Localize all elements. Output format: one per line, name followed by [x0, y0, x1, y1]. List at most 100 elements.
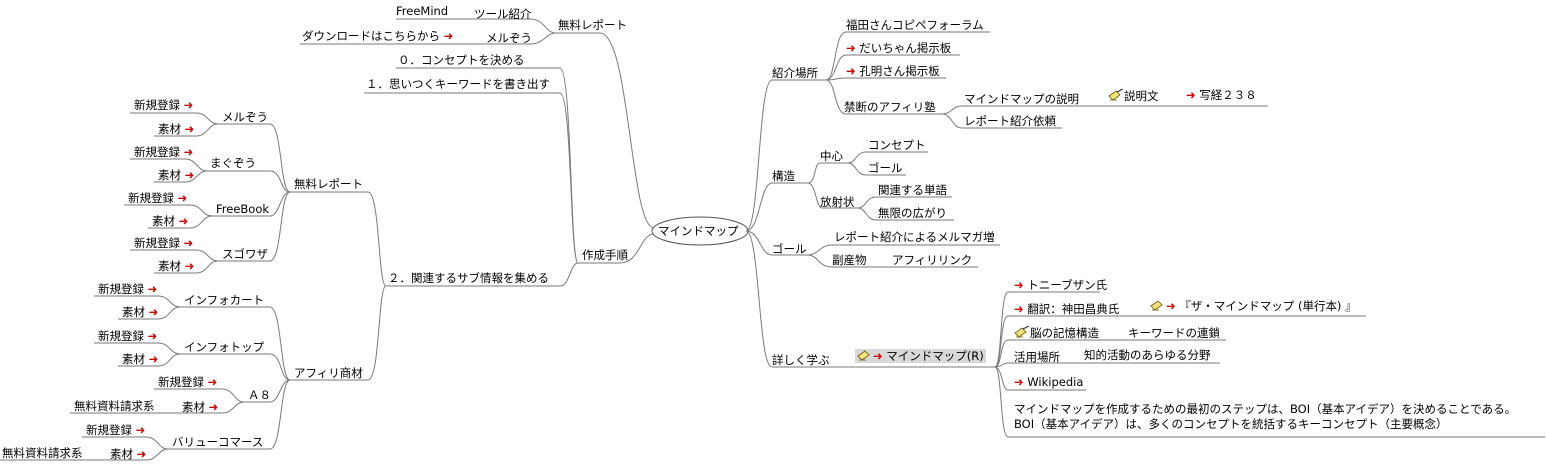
red-arrow-icon: ➜	[178, 214, 189, 228]
node-translator-label: 翻訳：神田昌典氏	[1027, 302, 1120, 316]
node-mm-explain[interactable]: マインドマップの説明	[964, 92, 1079, 106]
leaf-material[interactable]: 素材 ➜	[158, 259, 194, 273]
node-freemind[interactable]: FreeMind	[396, 4, 449, 18]
leaf-material[interactable]: 素材 ➜	[110, 447, 146, 461]
node-radial[interactable]: 放射状	[820, 195, 855, 209]
node-byproduct[interactable]: 副産物	[832, 253, 867, 267]
leaf-free-request[interactable]: 無料資料請求系	[2, 446, 83, 460]
leaf-material[interactable]: 素材 ➜	[152, 214, 188, 228]
node-freebook[interactable]: FreeBook	[216, 202, 270, 216]
red-arrow-icon: ➜	[1014, 375, 1024, 389]
node-book[interactable]: ➜ 『ザ・マインドマップ (単行本) 』	[1150, 299, 1357, 313]
node-daichan-board[interactable]: ➜ だいちゃん掲示板	[846, 41, 951, 55]
leaf-material[interactable]: 素材 ➜	[122, 305, 158, 319]
node-tony-buzan[interactable]: ➜ トニーブザン氏	[1014, 278, 1107, 292]
node-steps[interactable]: 作成手順	[582, 248, 628, 262]
leaf-material[interactable]: 素材 ➜	[122, 352, 158, 366]
leaf-material[interactable]: 素材 ➜	[182, 400, 218, 414]
leaf-material[interactable]: 素材 ➜	[158, 168, 194, 182]
node-infinite[interactable]: 無限の広がり	[878, 206, 947, 220]
leaf-label: 新規登録	[128, 191, 174, 205]
node-goal[interactable]: ゴール	[772, 242, 807, 256]
node-center[interactable]: 中心	[820, 149, 843, 163]
red-arrow-icon: ➜	[147, 282, 158, 296]
leaf-label: 新規登録	[98, 329, 144, 343]
node-kindan[interactable]: 禁断のアフィリ塾	[844, 100, 936, 114]
node-intellectual[interactable]: 知的活動のあらゆる分野	[1084, 348, 1211, 362]
node-step0[interactable]: ０．コンセプトを決める	[398, 53, 525, 67]
node-brain-label: 脳の記憶構造	[1030, 326, 1099, 340]
leaf-label: 素材	[158, 259, 181, 273]
node-mindmap-r-label: マインドマップ(R)	[886, 349, 984, 363]
red-arrow-icon: ➜	[184, 168, 195, 182]
red-arrow-icon: ➜	[873, 349, 883, 363]
node-goal-sub[interactable]: ゴール	[868, 161, 903, 175]
node-boi-note[interactable]: マインドマップを作成するための最初のステップは、BOI（基本アイデア）を決めるこ…	[1014, 402, 1516, 432]
node-sugowaza[interactable]: スゴワザ	[222, 247, 268, 261]
leaf-new-registration[interactable]: 新規登録 ➜	[98, 329, 157, 343]
red-arrow-icon: ➜	[208, 400, 219, 414]
red-arrow-icon: ➜	[846, 64, 856, 78]
node-fukuda-forum[interactable]: 福田さんコピペフォーラム	[846, 18, 984, 32]
node-a8[interactable]: Ａ８	[248, 388, 271, 402]
leaf-new-registration[interactable]: 新規登録 ➜	[128, 191, 187, 205]
node-shakyo[interactable]: ➜ 写経２３８	[1186, 88, 1257, 102]
node-mindmap-r[interactable]: ➜ マインドマップ(R)	[855, 349, 986, 363]
leaf-label: 新規登録	[134, 145, 180, 159]
node-related-words[interactable]: 関連する単語	[878, 183, 947, 197]
leaf-new-registration[interactable]: 新規登録 ➜	[98, 282, 157, 296]
leaf-label: 素材	[158, 168, 181, 182]
node-koumei-board[interactable]: ➜ 孔明さん掲示板	[846, 64, 940, 78]
leaf-label: 素材	[152, 214, 175, 228]
node-tool-intro[interactable]: ツール紹介	[474, 7, 532, 21]
node-infotop[interactable]: インフォトップ	[184, 340, 265, 354]
node-step1[interactable]: １．思いつくキーワードを書き出す	[366, 77, 550, 91]
leaf-new-registration[interactable]: 新規登録 ➜	[134, 145, 193, 159]
red-arrow-icon: ➜	[184, 259, 195, 273]
node-structure[interactable]: 構造	[772, 169, 795, 183]
node-free-report-left[interactable]: 無料レポート	[294, 177, 363, 191]
node-download[interactable]: ダウンロードはこちらから ➜	[302, 29, 453, 43]
node-explain-doc[interactable]: 説明文	[1108, 89, 1159, 103]
leaf-new-registration[interactable]: 新規登録 ➜	[158, 375, 217, 389]
node-usage[interactable]: 活用場所	[1014, 350, 1060, 364]
leaf-new-registration[interactable]: 新規登録 ➜	[134, 236, 193, 250]
node-melzo-top[interactable]: メルぞう	[486, 31, 532, 45]
leaf-label: 素材	[122, 352, 145, 366]
node-koumei-label: 孔明さん掲示板	[859, 64, 940, 78]
red-arrow-icon: ➜	[846, 41, 856, 55]
red-arrow-icon: ➜	[183, 145, 194, 159]
node-infocart[interactable]: インフォカート	[184, 293, 265, 307]
node-concept[interactable]: コンセプト	[868, 138, 926, 152]
root-node[interactable]: マインドマップ	[658, 224, 739, 238]
leaf-label: 新規登録	[98, 282, 144, 296]
red-arrow-icon: ➜	[147, 329, 158, 343]
leaf-new-registration[interactable]: 新規登録 ➜	[134, 98, 193, 112]
node-affiliate-products[interactable]: アフィリ商材	[294, 366, 363, 380]
leaf-new-registration[interactable]: 新規登録 ➜	[86, 423, 145, 437]
node-affiliate-link[interactable]: アフィリリンク	[892, 253, 973, 267]
node-free-report-top[interactable]: 無料レポート	[558, 18, 627, 32]
node-wikipedia-label: Wikipedia	[1027, 375, 1084, 389]
node-report-request[interactable]: レポート紹介依頼	[964, 114, 1056, 128]
node-report-mag[interactable]: レポート紹介によるメルマガ増	[834, 230, 995, 244]
leaf-free-request[interactable]: 無料資料請求系	[74, 399, 155, 413]
leaf-material[interactable]: 素材 ➜	[158, 122, 194, 136]
leaf-label: 新規登録	[134, 236, 180, 250]
node-tony-label: トニーブザン氏	[1027, 278, 1108, 292]
node-magzo[interactable]: まぐぞう	[210, 156, 256, 170]
red-arrow-icon: ➜	[207, 375, 218, 389]
node-translator[interactable]: ➜ 翻訳：神田昌典氏	[1014, 302, 1119, 316]
node-melzo[interactable]: メルぞう	[222, 110, 268, 124]
leaf-label: 新規登録	[134, 98, 180, 112]
node-valuecommerce[interactable]: バリューコマース	[172, 435, 264, 449]
node-book-label: 『ザ・マインドマップ (単行本) 』	[1179, 299, 1357, 313]
note-pencil-icon	[1014, 326, 1030, 338]
node-keyword-chain[interactable]: キーワードの連鎖	[1128, 326, 1220, 340]
node-wikipedia[interactable]: ➜ Wikipedia	[1014, 375, 1083, 389]
node-brain-memory[interactable]: 脳の記憶構造	[1014, 326, 1099, 340]
node-learn-more[interactable]: 詳しく学ぶ	[772, 353, 830, 367]
node-step2[interactable]: ２．関連するサブ情報を集める	[388, 271, 549, 285]
node-intro-places[interactable]: 紹介場所	[772, 66, 818, 80]
leaf-label: 素材	[110, 447, 133, 461]
